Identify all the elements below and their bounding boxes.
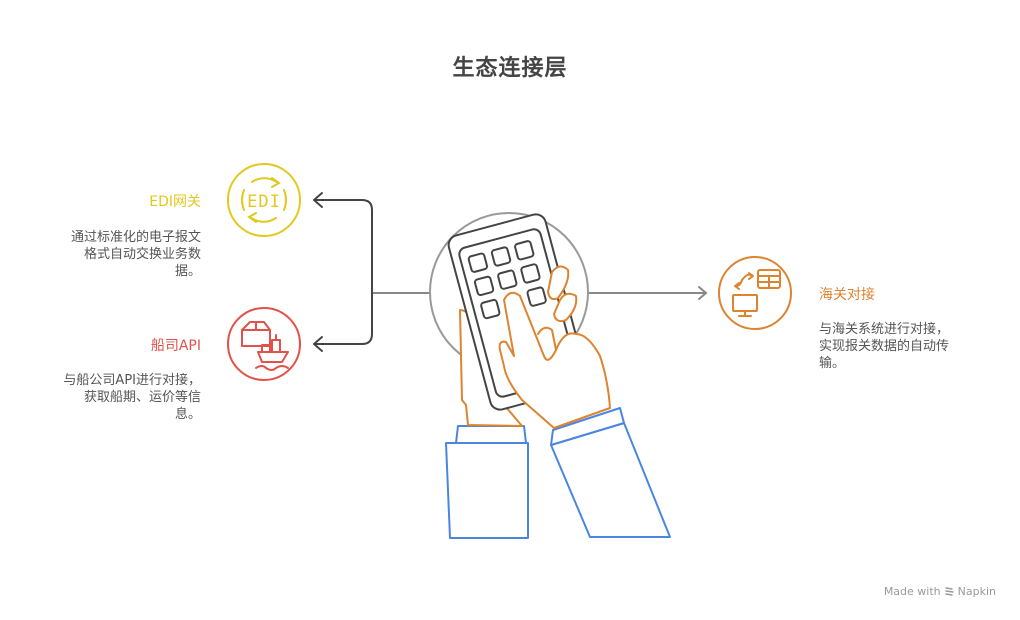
shipping-api-title: 船司API — [150, 338, 201, 354]
description-line: 与海关系统进行对接， — [819, 322, 950, 337]
edi-gateway-title: EDI网关 — [149, 194, 201, 210]
left-connector — [313, 192, 431, 352]
credit-prefix: Made with — [883, 585, 941, 598]
napkin-logo-icon — [944, 587, 954, 596]
description-line: 通过标准化的电子报文 — [70, 230, 201, 245]
cargo-ship-icon — [227, 307, 301, 381]
customs-description: 与海关系统进行对接， 实现报关数据的自动传 输。 — [819, 321, 989, 372]
credit-brand: Napkin — [957, 585, 996, 598]
right-connector — [588, 286, 708, 300]
customs-title: 海关对接 — [819, 287, 875, 303]
description-line: 获取船期、运价等信 — [83, 390, 201, 405]
description-line: 格式自动交换业务数 — [83, 247, 201, 262]
diagram-title: 生态连接层 — [452, 56, 568, 81]
description-line: 输。 — [819, 356, 846, 371]
description-line: 实现报关数据的自动传 — [819, 339, 950, 354]
description-line: 与船公司API进行对接， — [63, 373, 201, 388]
description-line: 息。 — [174, 407, 201, 422]
svg-text:EDI: EDI — [247, 192, 281, 212]
customs-data-icon — [718, 256, 792, 330]
shipping-api-description: 与船公司API进行对接， 获取船期、运价等信 息。 — [21, 372, 201, 423]
edi-exchange-icon: EDI — [227, 163, 301, 237]
description-line: 据。 — [174, 264, 201, 279]
napkin-credit: Made with Napkin — [884, 585, 996, 598]
edi-gateway-description: 通过标准化的电子报文 格式自动交换业务数 据。 — [21, 229, 201, 280]
hand-tapping-phone-icon — [445, 213, 671, 539]
